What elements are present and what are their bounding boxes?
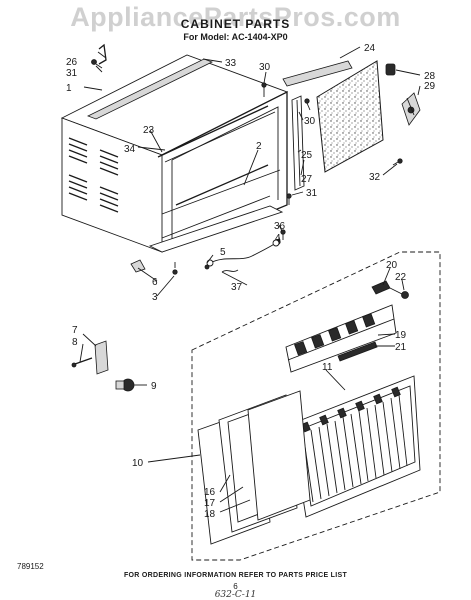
callout-30-side: 30	[304, 116, 316, 127]
callout-22: 22	[395, 272, 407, 283]
callout-3: 3	[152, 292, 158, 303]
callout-6: 6	[152, 277, 158, 288]
cabinet-shell	[60, 54, 289, 253]
callout-11: 11	[322, 362, 333, 373]
handwritten-note: 632-C-11	[214, 590, 257, 600]
callout-31-top: 31	[66, 68, 78, 79]
callout-8: 8	[72, 337, 78, 348]
callout-1: 1	[66, 83, 72, 94]
callout-34: 34	[124, 144, 136, 155]
callout-32: 32	[369, 172, 381, 183]
control-knob	[371, 280, 409, 299]
callout-27: 27	[301, 174, 313, 185]
callout-30-top: 30	[259, 62, 271, 73]
callout-26: 26	[66, 57, 78, 68]
side-louvers	[68, 137, 119, 213]
filter-bar	[282, 60, 353, 87]
indicator-bar	[337, 341, 378, 362]
callout-16: 16	[204, 487, 216, 498]
mounting-bracket	[91, 43, 107, 69]
knob-handle	[401, 92, 421, 126]
cabinet-foot	[130, 259, 146, 273]
callout-5: 5	[220, 247, 226, 258]
plug	[115, 378, 135, 392]
callout-labels: 1 2 3 4 5 6 7 8 9 10 11 16 17 18 19 20 2…	[66, 43, 436, 520]
leader-lines	[79, 46, 421, 513]
front-assembly-outline	[191, 251, 441, 561]
callout-4: 4	[275, 233, 281, 244]
front-grille	[290, 375, 421, 518]
callout-7: 7	[72, 325, 78, 336]
document-number: 789152	[17, 562, 44, 571]
callout-37: 37	[231, 282, 243, 293]
ordering-note: FOR ORDERING INFORMATION REFER TO PARTS …	[123, 572, 348, 579]
callout-28: 28	[424, 71, 436, 82]
diagram-title: CABINET PARTS	[180, 17, 291, 31]
side-strip	[291, 95, 305, 191]
page-number: 6	[233, 582, 238, 591]
callout-36: 36	[274, 221, 286, 232]
callout-19: 19	[395, 330, 407, 341]
callout-33: 33	[225, 58, 237, 69]
callout-21: 21	[395, 342, 407, 353]
callout-29: 29	[424, 81, 436, 92]
ground-wire	[206, 239, 280, 273]
callout-18: 18	[204, 509, 216, 520]
callout-25: 25	[301, 150, 313, 161]
control-panel	[285, 304, 397, 373]
model-line: For Model: AC-1404-XP0	[183, 32, 288, 42]
callout-24: 24	[364, 43, 376, 54]
callout-10: 10	[132, 458, 144, 469]
callout-17: 17	[204, 498, 216, 509]
callout-23: 23	[143, 125, 155, 136]
clip	[385, 63, 396, 76]
filter-frames	[197, 390, 311, 545]
callout-31-side: 31	[306, 188, 318, 199]
mounting-plate	[71, 340, 109, 375]
air-filter	[316, 60, 384, 173]
callout-20: 20	[386, 260, 398, 271]
callout-9: 9	[151, 381, 157, 392]
callout-2: 2	[256, 141, 262, 152]
